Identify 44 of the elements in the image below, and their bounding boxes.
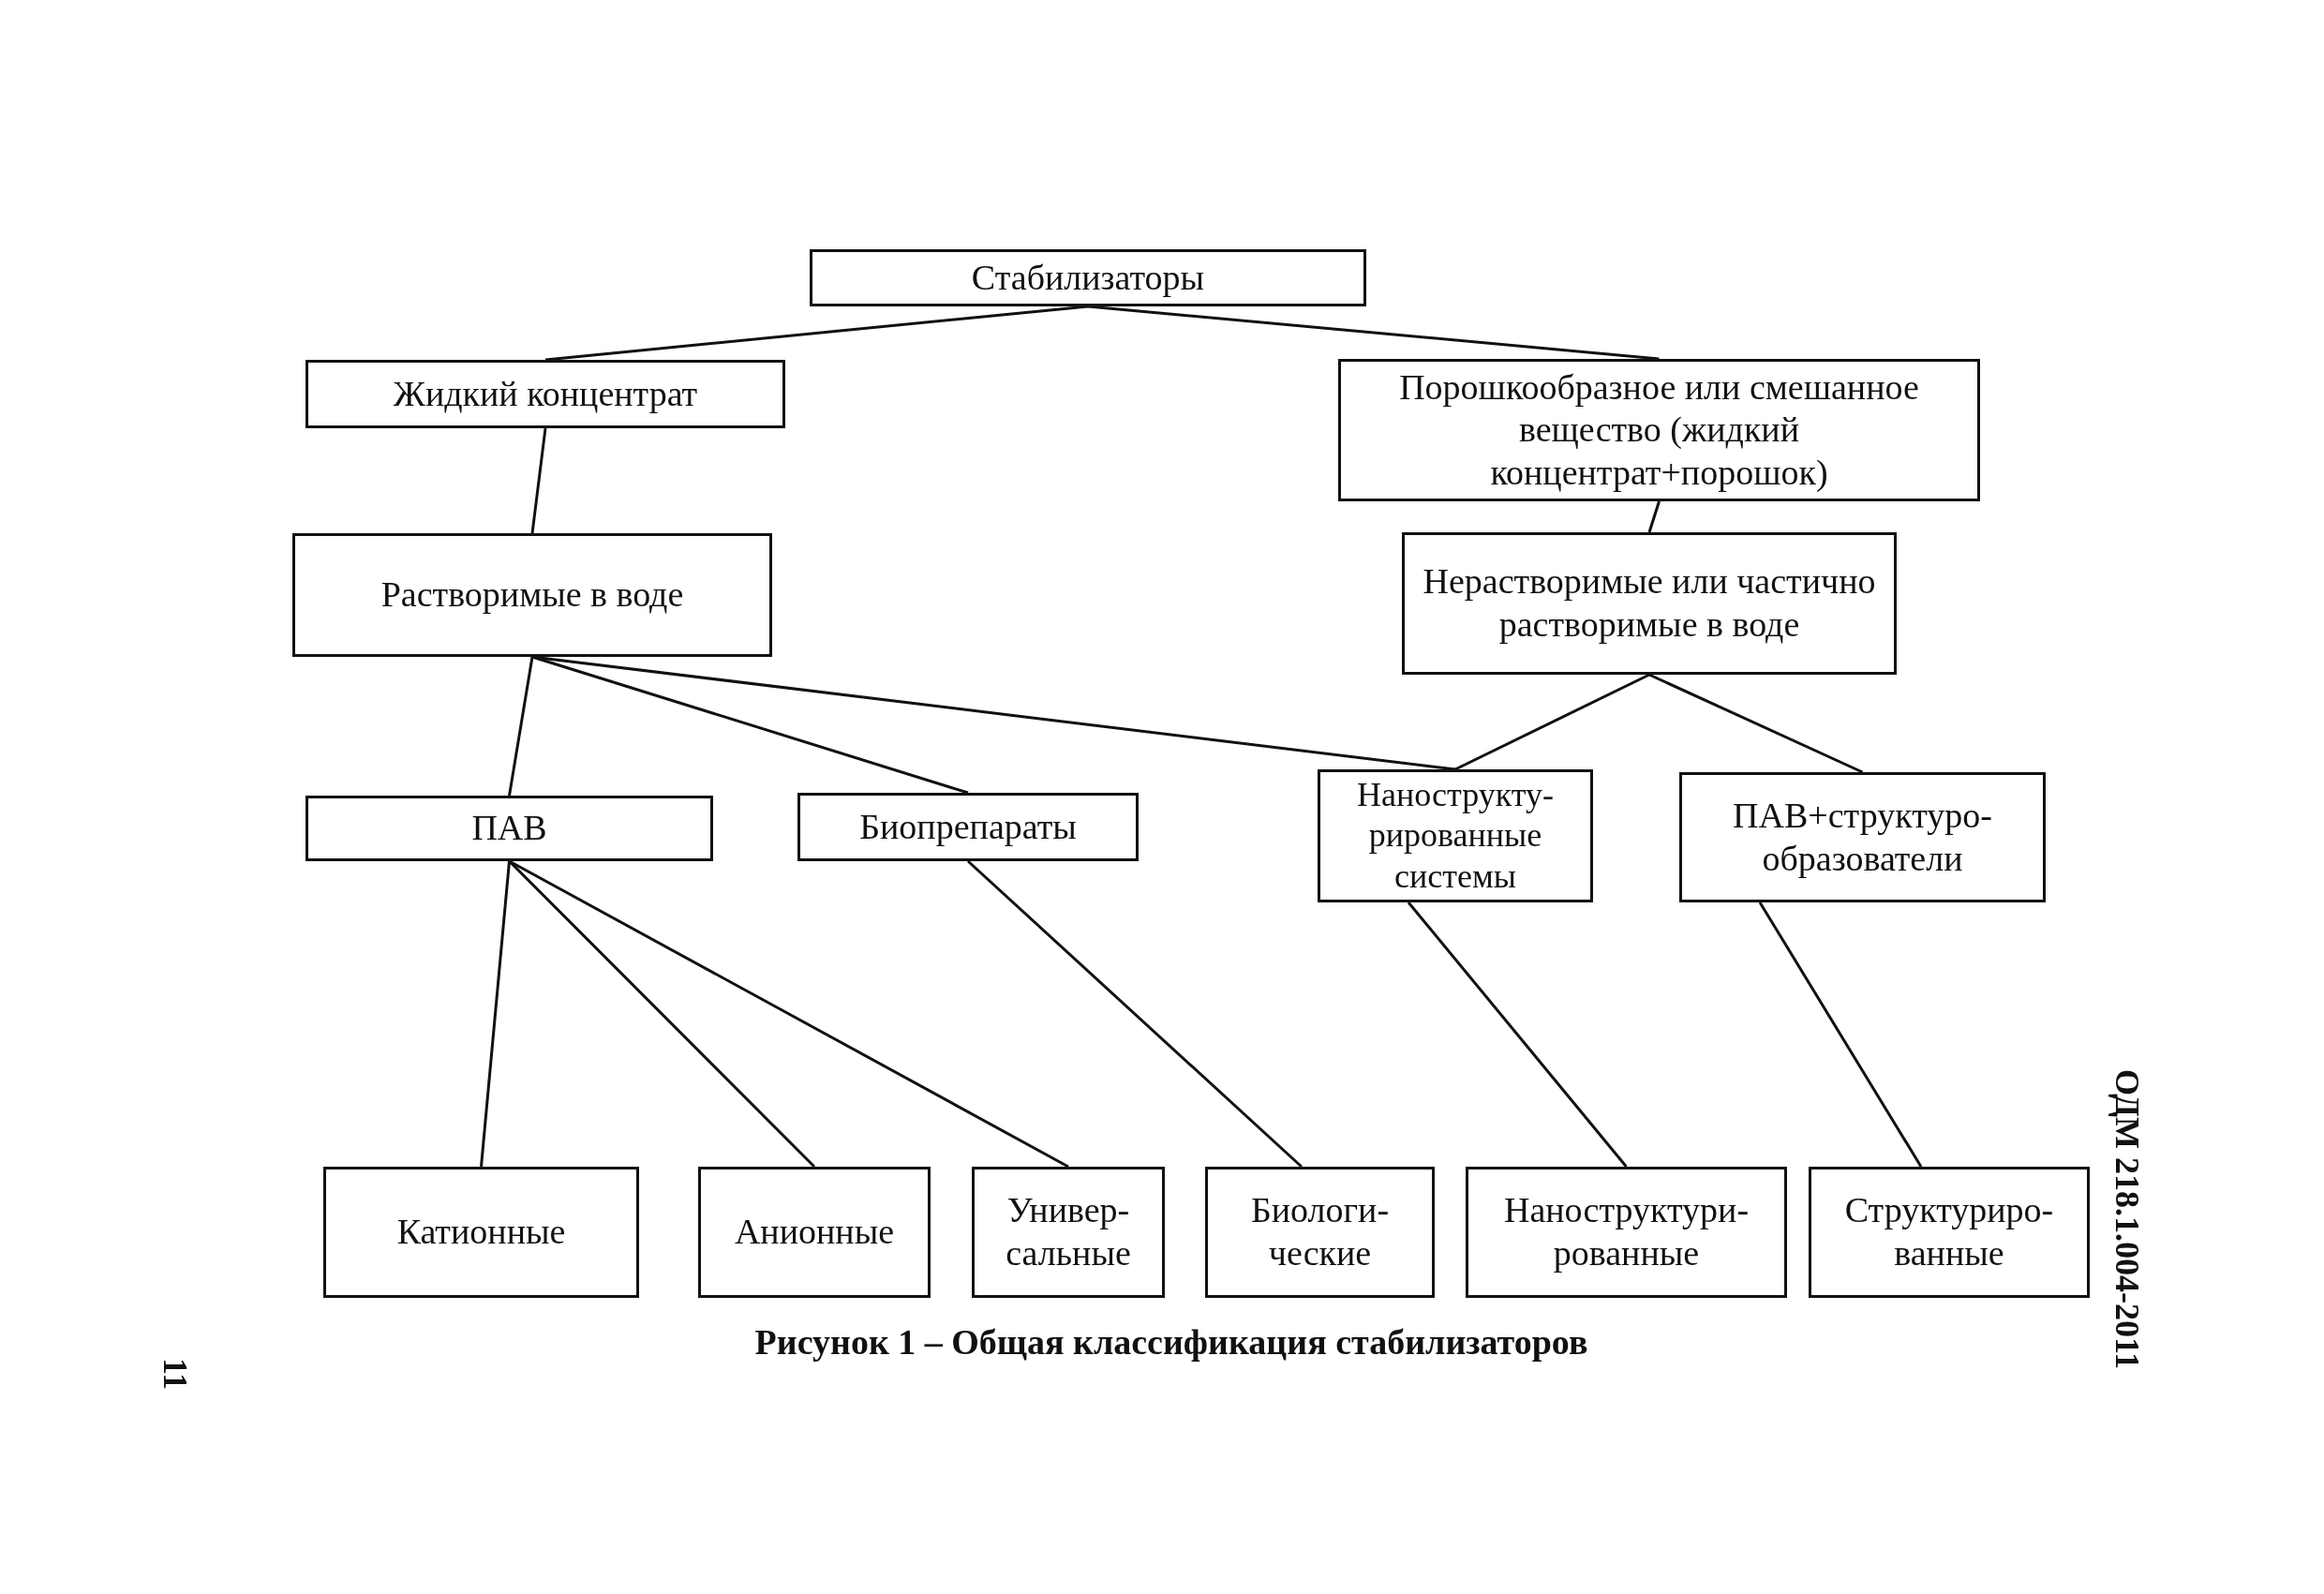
- connector-line: [480, 860, 511, 1168]
- category-box: [1338, 359, 1980, 501]
- document-code: ОДМ 218.1.004-2011: [2108, 1069, 2147, 1369]
- box-label: Биологи-ческие: [1249, 1189, 1391, 1274]
- category-box: [292, 533, 772, 657]
- box-label: Анионные: [734, 1211, 895, 1254]
- connector-line: [530, 427, 547, 534]
- box-label: ПАВ+структуро-образователи: [1732, 794, 1993, 880]
- category-box: [1205, 1167, 1435, 1298]
- category-box: [323, 1167, 639, 1298]
- category-box: [305, 360, 785, 428]
- category-box: [1466, 1167, 1787, 1298]
- category-box: [797, 793, 1139, 861]
- box-label: Нанострукту-рированные системы: [1355, 775, 1556, 897]
- box-label: Жидкий концентрат: [393, 372, 698, 415]
- box-label: Растворимые в воде: [380, 574, 684, 617]
- connector-line: [544, 305, 1089, 362]
- connector-line: [1087, 305, 1660, 361]
- category-box: [1402, 532, 1897, 675]
- connector-line: [1647, 500, 1661, 533]
- category-box: [698, 1167, 931, 1298]
- box-label: Нерастворимые или частично растворимые в воде: [1422, 560, 1877, 646]
- category-box: [972, 1167, 1165, 1298]
- connector-line: [1407, 901, 1628, 1168]
- connector-line: [1454, 673, 1650, 771]
- box-label: ПАВ: [471, 807, 547, 850]
- category-box: [1318, 769, 1593, 902]
- box-label: Наноструктури-рованные: [1502, 1189, 1750, 1274]
- connector-line: [1648, 673, 1864, 774]
- box-label: Универ-сальные: [1005, 1189, 1132, 1274]
- category-box: [1809, 1167, 2090, 1298]
- category-box: [810, 249, 1366, 306]
- box-label: Катионные: [396, 1211, 566, 1254]
- box-label: Порошкообразное или смешанное вещество (жидкий концентрат+порошок): [1398, 365, 1920, 494]
- connector-line: [967, 859, 1303, 1169]
- connector-line: [1758, 901, 1923, 1168]
- category-box: [305, 796, 713, 861]
- page-number: 11: [156, 1358, 195, 1390]
- box-label: Структуриро-ванные: [1843, 1189, 2055, 1274]
- category-box: [1679, 772, 2046, 902]
- figure-caption: Рисунок 1 – Общая классификация стабилизаторов: [753, 1321, 1589, 1363]
- connector-line: [508, 656, 534, 797]
- box-label: Биопрепараты: [859, 805, 1077, 848]
- box-label: Стабилизаторы: [971, 256, 1205, 299]
